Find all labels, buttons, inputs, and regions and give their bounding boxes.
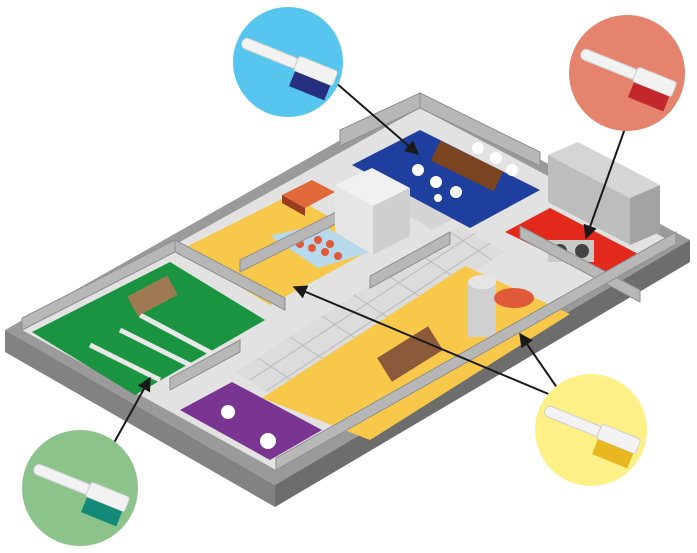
- zone-dispatch-blue: [352, 130, 540, 228]
- produce-crates: [282, 180, 335, 216]
- scrubbing-brush-icon: [544, 405, 641, 469]
- arrow-icon: [583, 119, 629, 240]
- zone-process-yellow: [262, 266, 570, 440]
- arrow-icon: [519, 332, 561, 393]
- arrow-icon: [292, 285, 559, 399]
- scrubbing-brush-icon: [33, 463, 130, 527]
- brush-callout-blue: [233, 7, 343, 117]
- brush-callout-red: [569, 15, 685, 131]
- zone-raw-green: [32, 262, 265, 395]
- scrubbing-brush-icon: [580, 48, 677, 112]
- arrows: [99, 81, 629, 469]
- walls: [21, 92, 677, 471]
- zone-lab-purple: [180, 382, 322, 460]
- lockers: [548, 142, 660, 245]
- scrubbing-brush-icon: [241, 37, 338, 101]
- arrow-icon: [334, 81, 420, 155]
- cold-storage-units: [335, 168, 410, 255]
- brush-callout-green: [22, 430, 138, 546]
- brush-callout-yellow: [535, 374, 647, 486]
